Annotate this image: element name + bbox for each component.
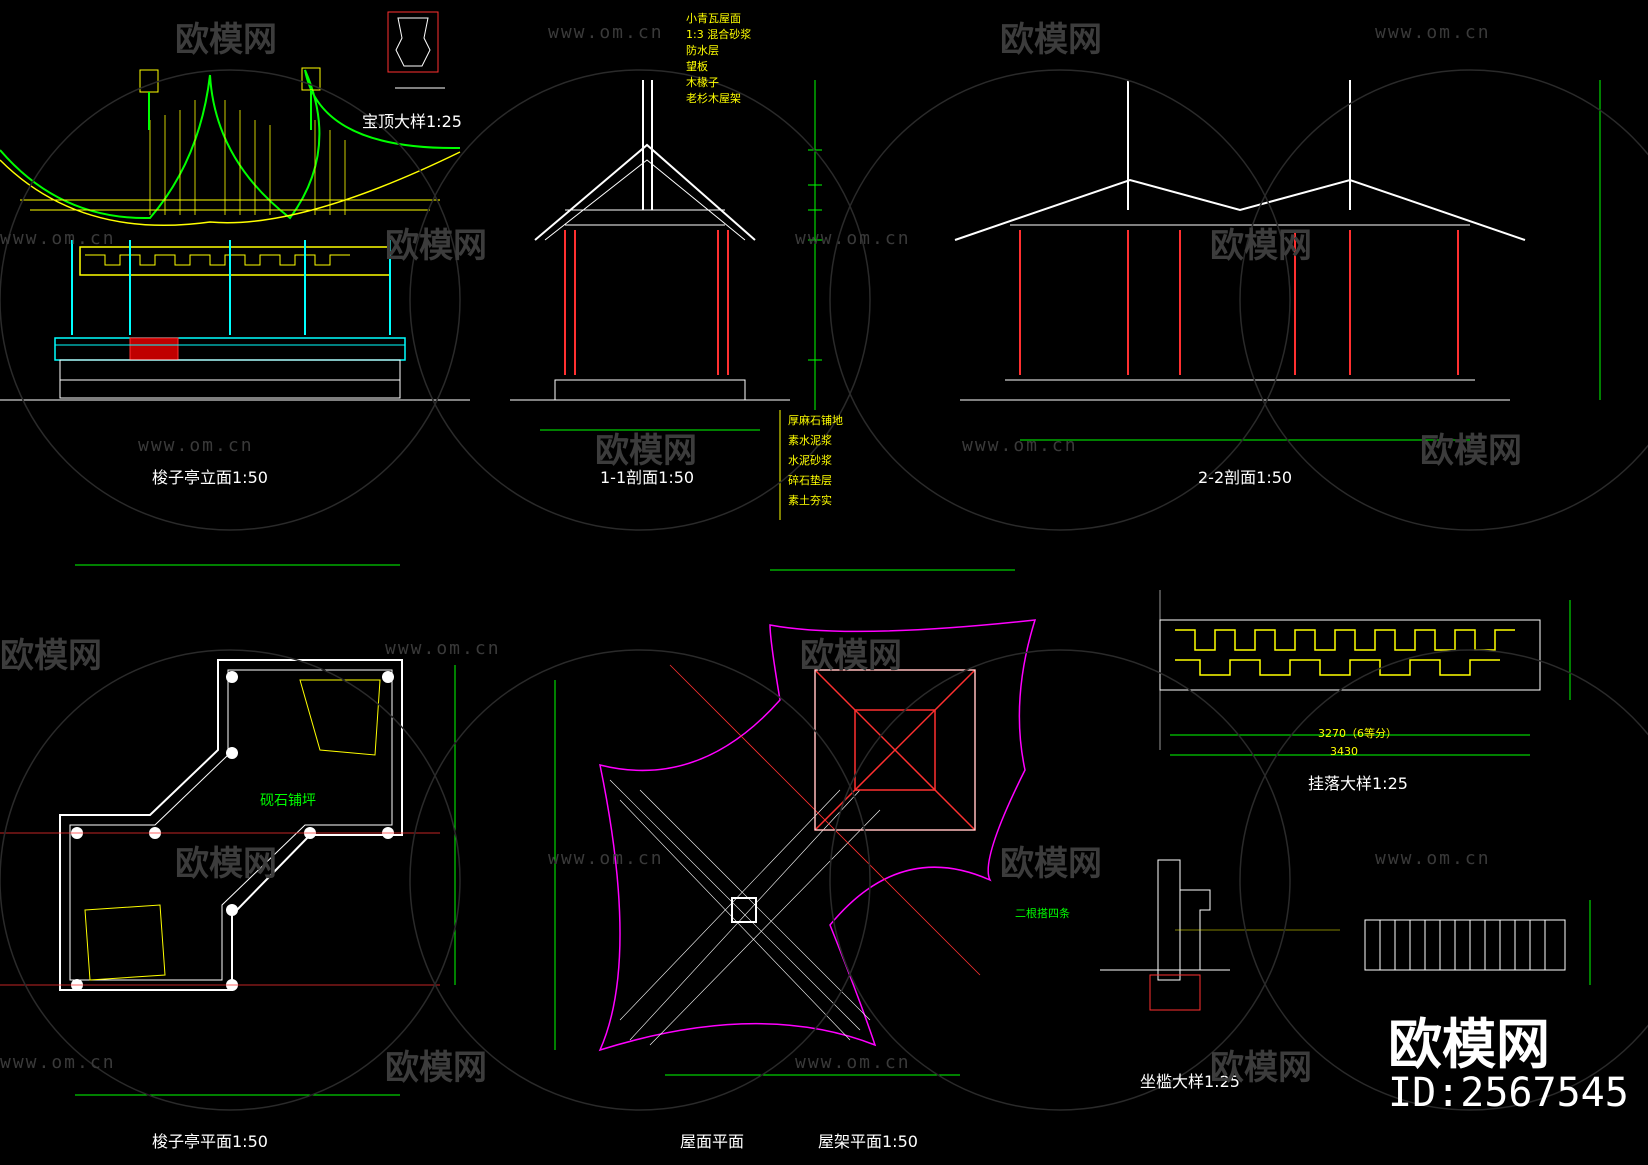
watermark-brand: 欧模网	[1420, 431, 1522, 471]
watermark-site: www.om.cn	[548, 22, 664, 43]
hanging-dim-2: 3430	[1330, 745, 1358, 758]
watermark-brand: 欧模网	[0, 636, 102, 676]
watermark-brand: 欧模网	[1000, 20, 1102, 60]
frame-note-label: 二根搭四条	[1015, 907, 1070, 920]
section-2-drawing	[954, 80, 1601, 441]
plan-title: 梭子亭平面1:50	[152, 1132, 268, 1151]
watermark-site: www.om.cn	[138, 435, 254, 456]
section-1-title: 1-1剖面1:50	[600, 468, 695, 487]
watermark-site: www.om.cn	[1375, 22, 1491, 43]
watermark-brand: 欧模网	[175, 844, 277, 884]
plan-drawing	[0, 564, 456, 1096]
roof-note: 木椽子	[686, 76, 719, 89]
watermark-site: www.om.cn	[0, 228, 116, 249]
railing-detail-drawing	[1364, 900, 1591, 985]
hanging-detail-title: 挂落大样1:25	[1308, 774, 1408, 793]
roof-note: 1:3 混合砂浆	[686, 28, 752, 41]
elevation-drawing	[0, 67, 470, 401]
watermark-site: www.om.cn	[385, 638, 501, 659]
floor-note: 素土夯实	[788, 494, 832, 507]
roof-note: 老杉木屋架	[686, 92, 741, 105]
watermark-brand: 欧模网	[385, 226, 487, 266]
plan-paving-label: 砚石铺坪	[260, 793, 316, 809]
watermark-brand: 欧模网	[1210, 1048, 1312, 1088]
watermark-site: www.om.cn	[962, 435, 1078, 456]
bench-detail-title: 坐槛大样1:25	[1140, 1072, 1240, 1091]
floor-note: 碎石垫层	[788, 474, 832, 487]
roof-plan-title: 屋面平面	[680, 1132, 745, 1151]
roof-note: 望板	[686, 60, 708, 73]
watermark-circles	[0, 69, 1648, 1111]
watermark-site: www.om.cn	[0, 1052, 116, 1073]
watermark-brand: 欧模网	[800, 636, 902, 676]
floor-note: 水泥砂浆	[788, 454, 832, 467]
bench-detail-drawing	[1100, 859, 1340, 1011]
watermark-site: www.om.cn	[1375, 848, 1491, 869]
roof-note: 防水层	[686, 44, 719, 57]
floor-note: 素水泥浆	[788, 434, 832, 447]
brand-logo-text: 欧模网	[1388, 1013, 1550, 1076]
watermark-site: www.om.cn	[548, 848, 664, 869]
section-1-drawing	[510, 80, 822, 520]
finial-detail	[387, 11, 445, 89]
roof-note: 小青瓦屋面	[686, 12, 741, 25]
watermark-brand: 欧模网	[175, 20, 277, 60]
watermark-brand: 欧模网	[1000, 844, 1102, 884]
floor-note: 厚麻石铺地	[788, 414, 843, 427]
elevation-title: 梭子亭立面1:50	[152, 468, 268, 487]
watermark-brand: 欧模网	[385, 1048, 487, 1088]
drawing-id: ID:2567545	[1388, 1070, 1629, 1116]
finial-detail-title: 宝顶大样1:25	[362, 112, 462, 131]
watermark-brand: 欧模网	[1210, 226, 1312, 266]
frame-plan-title: 屋架平面1:50	[818, 1132, 918, 1151]
watermark-brand: 欧模网	[595, 431, 697, 471]
watermark-site: www.om.cn	[795, 228, 911, 249]
hanging-dim-1: 3270（6等分）	[1318, 727, 1397, 740]
watermark-site: www.om.cn	[795, 1052, 911, 1073]
hanging-detail-drawing	[1159, 590, 1571, 756]
roof-plan-drawing	[554, 569, 1037, 1076]
section-2-title: 2-2剖面1:50	[1198, 468, 1293, 487]
